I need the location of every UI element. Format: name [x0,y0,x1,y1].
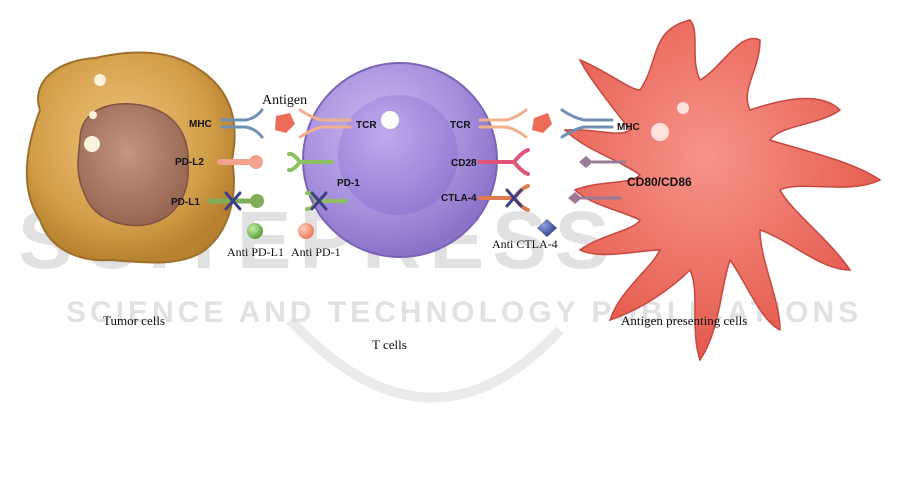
t-cell-highlight [381,111,399,129]
mhc-left-label: MHC [189,119,212,130]
anti-pdl1-antibody [247,223,263,239]
ctla4-label: CTLA-4 [441,193,477,204]
antigen-label: Antigen [262,93,307,108]
tumor-highlight-3 [84,136,100,152]
anti-pd1-antibody [298,223,314,239]
cd80-cd86-label: CD80/CD86 [627,175,692,189]
t-cell-nucleus [338,95,458,215]
tumor-highlight-2 [89,111,97,119]
mhc-right-label: MHC [617,122,640,133]
tcr-right-label: TCR [450,120,471,131]
apc-caption: Antigen presenting cells [621,313,747,328]
antigen-left [275,113,295,133]
antigen-right [532,113,552,133]
apc-highlight-1 [677,102,689,114]
pdl2-label: PD-L2 [175,157,204,168]
anti-pd1-label: Anti PD-1 [291,245,341,259]
t-cells-caption: T cells [372,337,407,352]
apc-highlight-2 [651,123,669,141]
watermark-ring [290,320,560,398]
tumor-cells-caption: Tumor cells [103,313,165,328]
pd1-label: PD-1 [337,178,360,189]
pdl1-label: PD-L1 [171,197,200,208]
anti-ctla4-label: Anti CTLA-4 [492,237,558,251]
tcr-left-label: TCR [356,120,377,131]
cd28-label: CD28 [451,158,477,169]
anti-pdl1-label: Anti PD-L1 [227,245,284,259]
tumor-highlight-1 [94,74,106,86]
